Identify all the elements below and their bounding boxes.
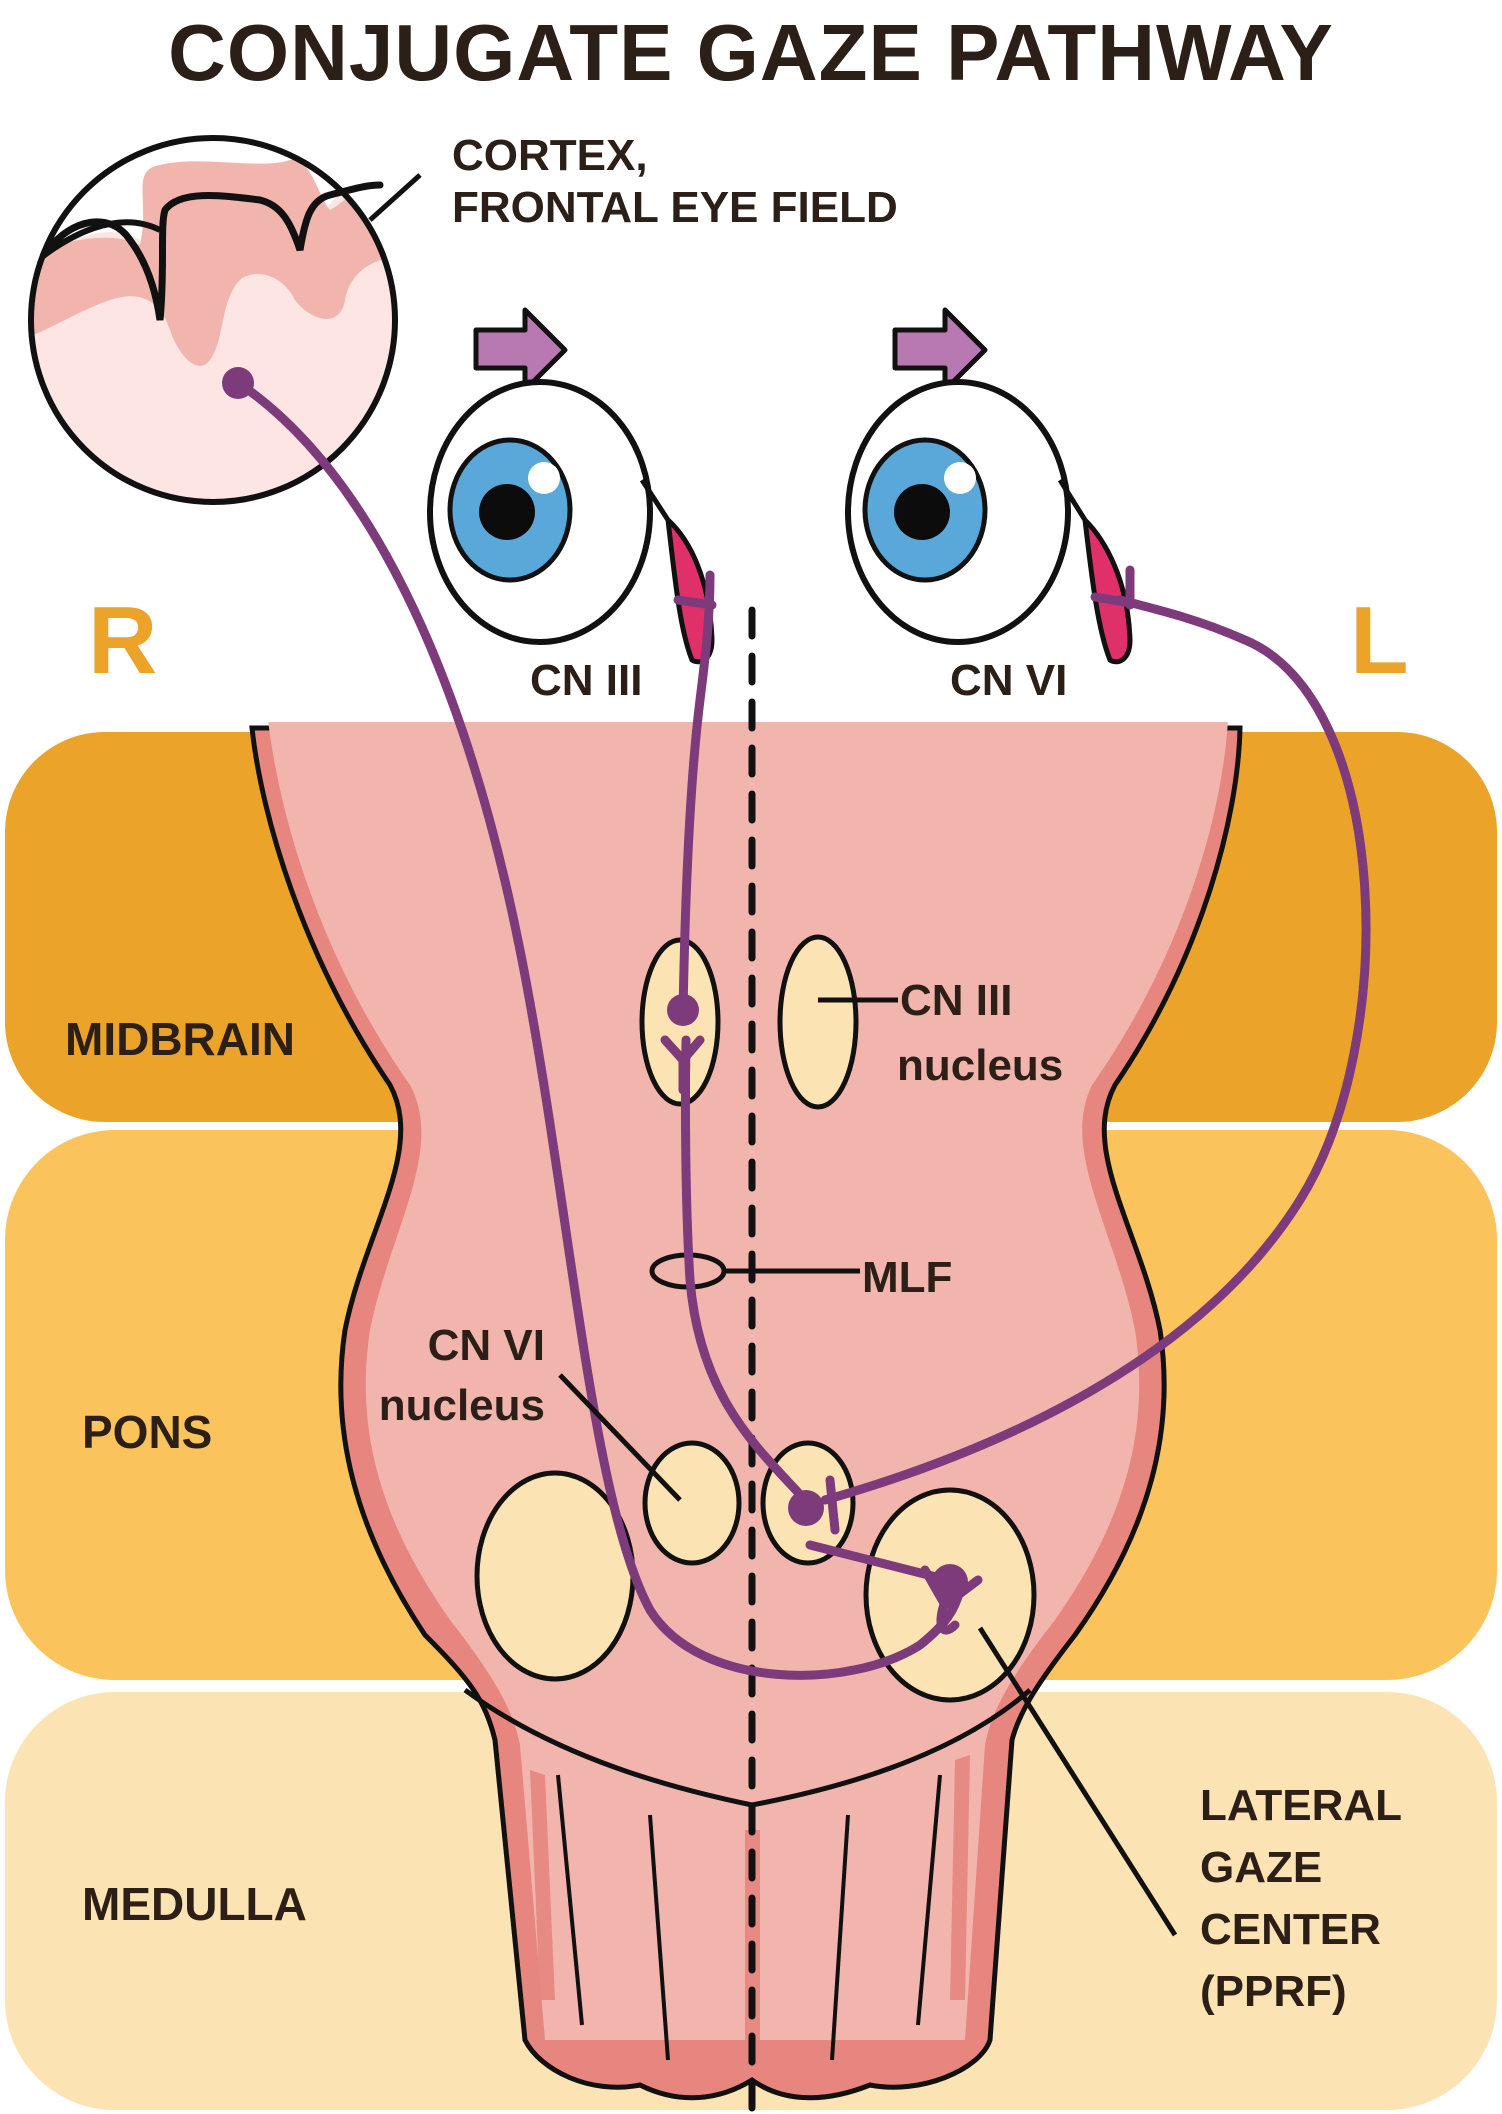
left-eye-highlight: [944, 462, 976, 494]
cn3-nucleus-left: [777, 934, 859, 1110]
cn3-cell-body: [667, 994, 699, 1026]
cortex-gyri-outline: [44, 181, 384, 321]
right-eye-pupil: [479, 484, 535, 540]
cn6-nucleus-right: [642, 1440, 742, 1566]
cn3-nucleus-label-line1: CN III: [900, 976, 1012, 1025]
right-eye-highlight: [528, 462, 560, 494]
left-eye: [845, 379, 1133, 665]
brainstem: [240, 690, 1260, 2101]
pprf-leader: [977, 1626, 1178, 1937]
pathway-cn6-to-lateral-rectus: [820, 595, 1371, 1505]
pprf-cell-body: [932, 1564, 968, 1600]
cortex-frontal-eye-field: [28, 135, 398, 505]
pathway-cn3-to-medial-rectus: [678, 570, 715, 1020]
cn6-cell-body: [788, 1490, 824, 1526]
pprf-label-line2: GAZE: [1200, 1843, 1322, 1892]
cn3-nucleus-label-line2: nucleus: [897, 1041, 1063, 1090]
diagram-title: CONJUGATE GAZE PATHWAY: [168, 8, 1334, 97]
region-label-medulla: MEDULLA: [82, 1878, 307, 1930]
cortex-leader-line: [368, 173, 422, 222]
eye-label-cn3: CN III: [530, 656, 642, 705]
cn6-nucleus-label-line1: CN VI: [428, 1321, 545, 1370]
synapse-stub-cn6: [825, 1475, 840, 1535]
pathway-cortex-to-pprf: [235, 379, 965, 1680]
eye-label-cn6: CN VI: [950, 656, 1067, 705]
gaze-arrow-left-eye: [892, 307, 988, 393]
nerve-ending-medial-rectus: [673, 595, 717, 610]
left-eye-pupil: [894, 484, 950, 540]
pyramid-grooves: [556, 1774, 942, 2061]
cn6-nucleus-leader: [558, 1373, 682, 1502]
left-eye-muscle: [1081, 513, 1133, 665]
brainstem-inner: [268, 720, 1228, 2040]
region-label-midbrain: MIDBRAIN: [65, 1013, 295, 1065]
pathway-mlf: [680, 1035, 810, 1505]
mlf-label: MLF: [862, 1253, 952, 1302]
side-label-left: L: [1350, 587, 1409, 694]
gaze-arrow-right-eye: [473, 307, 568, 393]
region-label-pons: PONS: [82, 1406, 212, 1458]
right-eye: [427, 379, 715, 665]
neural-pathways: [235, 379, 1371, 1680]
synapse-fork-pprf: [920, 1565, 983, 1612]
cortex-label-line1: CORTEX,: [452, 131, 648, 180]
pprf-label-line4: (PPRF): [1200, 1967, 1347, 2016]
side-label-right: R: [88, 587, 157, 694]
cell-bodies: [222, 367, 968, 1600]
cortex-label-line2: FRONTAL EYE FIELD: [452, 183, 898, 232]
nerve-ending-lateral-rectus: [1090, 592, 1135, 608]
cortex-circle-outline: [28, 135, 398, 505]
cortex-cell-body: [222, 367, 254, 399]
cn6-nucleus-label-line2: nucleus: [379, 1381, 545, 1430]
pprf-label-line3: CENTER: [1200, 1905, 1381, 1954]
pprf-label-line1: LATERAL: [1200, 1781, 1402, 1830]
